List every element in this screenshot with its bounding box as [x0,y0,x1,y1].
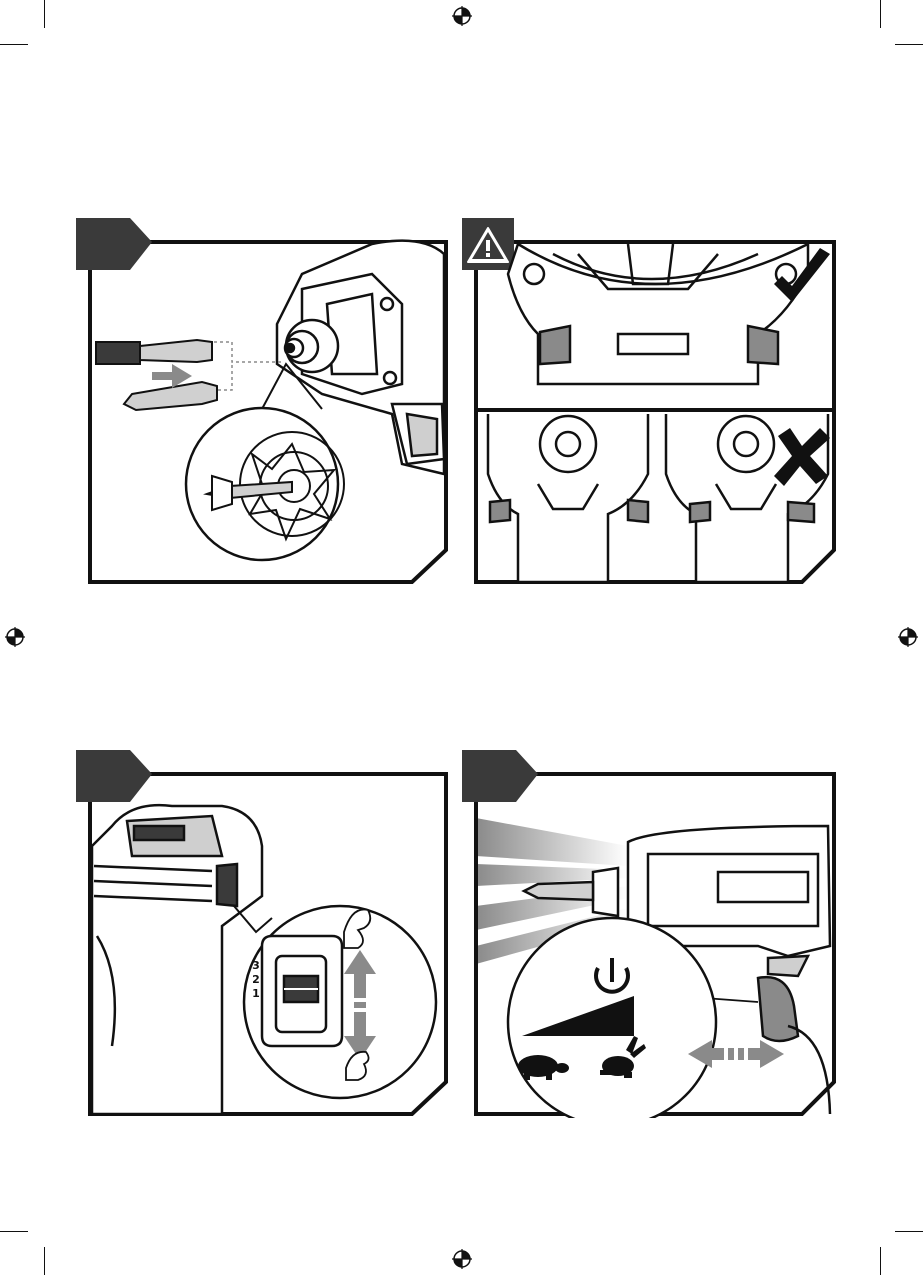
crop-mark-bottom-left-v [44,1247,45,1275]
panel-warning [458,214,838,586]
selector-switch [262,936,342,1046]
mode-setting-1: 1 [250,988,262,1000]
impact-driver-back [92,805,262,1114]
incorrect-fitting-left [488,414,648,582]
registration-mark-right [896,625,920,649]
incorrect-fitting-right [666,414,828,582]
crop-mark-top-left-h [0,44,28,45]
mode-setting-2: 2 [250,974,262,986]
crop-mark-bottom-right-v [880,1247,881,1275]
crop-mark-top-right-v [880,0,881,28]
panel-trigger [458,746,838,1118]
panel-mode-selector: 3 2 1 [72,746,452,1118]
panel-insert-bit [72,214,452,586]
crop-mark-bottom-left-h [0,1231,28,1232]
step-number-tab [76,750,152,802]
crop-mark-top-right-h [895,44,923,45]
registration-mark-top [450,4,474,28]
registration-mark-left [3,625,27,649]
mode-setting-3: 3 [250,960,262,972]
registration-mark-bottom [450,1247,474,1271]
correct-fitting-illustration [508,244,808,384]
step-number-tab [76,218,152,270]
crop-mark-bottom-right-h [895,1231,923,1232]
step-number-tab [462,750,538,802]
crop-mark-top-left-v [44,0,45,28]
